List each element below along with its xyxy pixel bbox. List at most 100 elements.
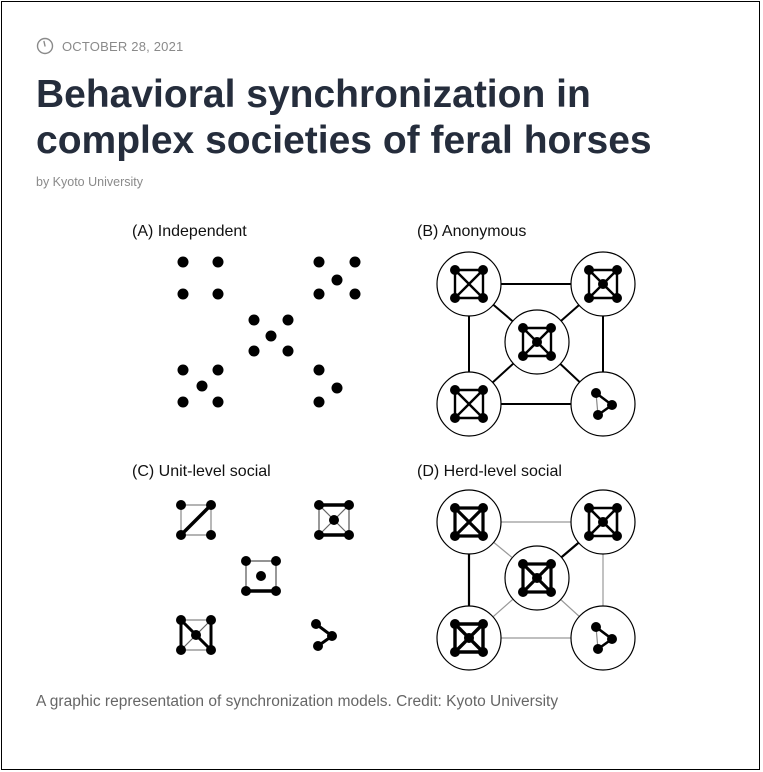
node-dot	[265, 330, 277, 342]
node-dot	[546, 559, 556, 569]
panel-c-label: (C) Unit-level social	[132, 463, 271, 480]
group-circle	[570, 605, 636, 671]
panel-a-label: (A) Independent	[132, 223, 247, 240]
node-dot	[282, 314, 294, 326]
node-dot	[344, 500, 354, 510]
node-dot	[177, 256, 189, 268]
panel-b-label: (B) Anonymous	[417, 223, 526, 240]
node-dot	[612, 503, 622, 513]
node-dot	[206, 615, 216, 625]
article-figure: (A) Independent (B) Anonymous (C) Unit-l…	[110, 212, 670, 682]
node-dot	[546, 587, 556, 597]
node-dot	[206, 530, 216, 540]
node-dot	[450, 385, 460, 395]
node-dot	[612, 265, 622, 275]
node-dot	[313, 641, 323, 651]
node-dot	[591, 622, 601, 632]
node-dot	[176, 500, 186, 510]
node-dot	[478, 385, 488, 395]
node-dot	[450, 503, 460, 513]
node-dot	[176, 530, 186, 540]
node-dot	[450, 619, 460, 629]
node-dot	[313, 396, 325, 408]
node-dot	[584, 531, 594, 541]
node-dot	[450, 647, 460, 657]
node-dot	[532, 573, 542, 583]
node-dot	[450, 265, 460, 275]
node-dot	[478, 619, 488, 629]
node-dot	[196, 380, 208, 392]
node-dot	[464, 633, 474, 643]
node-dot	[450, 531, 460, 541]
node-dot	[176, 645, 186, 655]
node-dot	[584, 293, 594, 303]
article-date-row: OCTOBER 28, 2021	[36, 37, 183, 55]
node-dot	[546, 323, 556, 333]
node-dot	[598, 517, 608, 527]
node-dot	[206, 500, 216, 510]
edge-line	[453, 268, 485, 300]
panel-d-herd-level-social	[436, 489, 636, 671]
node-dot	[212, 256, 224, 268]
node-dot	[177, 288, 189, 300]
node-dot	[546, 351, 556, 361]
node-dot	[313, 364, 325, 376]
panel-c-unit-level-social	[176, 500, 354, 655]
node-dot	[584, 503, 594, 513]
node-dot	[593, 644, 603, 654]
clock-icon	[36, 37, 54, 55]
panel-a-independent	[177, 256, 361, 408]
panel-b-anonymous	[436, 251, 636, 437]
node-dot	[314, 500, 324, 510]
node-dot	[478, 265, 488, 275]
node-dot	[313, 256, 325, 268]
node-dot	[344, 530, 354, 540]
node-dot	[327, 631, 337, 641]
node-dot	[241, 586, 251, 596]
node-dot	[191, 630, 201, 640]
node-dot	[478, 503, 488, 513]
edge-line	[453, 388, 485, 420]
figure-caption: A graphic representation of synchronizat…	[36, 693, 559, 710]
node-dot	[331, 382, 343, 394]
node-dot	[612, 293, 622, 303]
node-dot	[478, 531, 488, 541]
node-dot	[593, 410, 603, 420]
node-dot	[212, 364, 224, 376]
node-dot	[212, 396, 224, 408]
article-title: Behavioral synchronization in complex so…	[36, 73, 652, 162]
node-dot	[349, 256, 361, 268]
node-dot	[518, 323, 528, 333]
node-dot	[584, 265, 594, 275]
node-dot	[518, 587, 528, 597]
panel-d-label: (D) Herd-level social	[417, 463, 562, 480]
edge-line	[179, 503, 213, 537]
node-dot	[349, 288, 361, 300]
node-dot	[314, 530, 324, 540]
node-dot	[282, 345, 294, 357]
node-dot	[329, 515, 339, 525]
node-dot	[271, 586, 281, 596]
node-dot	[450, 293, 460, 303]
node-dot	[176, 615, 186, 625]
node-dot	[612, 531, 622, 541]
node-dot	[212, 288, 224, 300]
synchronization-models-diagram: (A) Independent (B) Anonymous (C) Unit-l…	[132, 223, 636, 671]
node-dot	[518, 559, 528, 569]
node-dot	[206, 645, 216, 655]
node-dot	[518, 351, 528, 361]
node-dot	[177, 396, 189, 408]
article-date: OCTOBER 28, 2021	[62, 38, 184, 54]
node-dot	[177, 364, 189, 376]
node-dot	[532, 337, 542, 347]
node-dot	[311, 619, 321, 629]
node-dot	[256, 571, 266, 581]
node-dot	[248, 314, 260, 326]
node-dot	[607, 400, 617, 410]
node-dot	[598, 279, 608, 289]
node-dot	[241, 556, 251, 566]
node-dot	[478, 293, 488, 303]
node-dot	[313, 288, 325, 300]
node-dot	[331, 274, 343, 286]
